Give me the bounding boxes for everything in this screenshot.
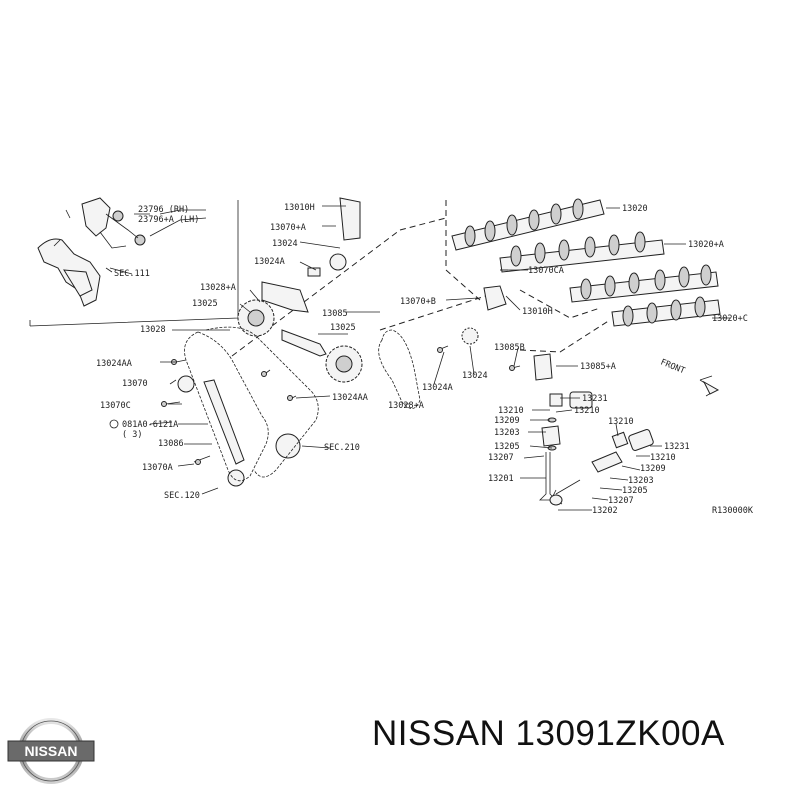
inset-panel — [29, 197, 239, 327]
label-13070ca: 13070CA — [528, 266, 564, 276]
label-r13209: 13209 — [640, 464, 666, 474]
part-labels: 23796 (RH) 23796+A (LH) SEC.111 13010H 1… — [96, 203, 754, 516]
diagram-code: R130000K — [712, 506, 754, 516]
label-13070b: 13070+B — [400, 297, 436, 307]
label-v13210a: 13210 — [498, 406, 524, 416]
label-13070c: 13070C — [100, 401, 131, 411]
label-081a0-qty: ( 3) — [122, 430, 142, 440]
dashed-leaders — [231, 200, 611, 357]
valve-assemblies — [539, 391, 654, 506]
label-13028a: 13028+A — [200, 283, 236, 293]
label-13010h-right: 13010H — [522, 307, 553, 317]
label-081a0: 081A0-6121A — [122, 420, 178, 430]
label-front: FRONT — [659, 358, 686, 377]
label-13085a: 13085+A — [580, 362, 616, 372]
label-sec120: SEC.120 — [164, 491, 200, 501]
label-13085: 13085 — [322, 309, 348, 319]
part-number-title: NISSAN 13091ZK00A — [372, 714, 725, 753]
label-r13205: 13205 — [622, 486, 648, 496]
camshaft-13020b — [569, 264, 719, 303]
label-r13207: 13207 — [608, 496, 634, 506]
label-v13202: 13202 — [592, 506, 618, 516]
label-v13231: 13231 — [582, 394, 608, 404]
label-r13210: 13210 — [608, 417, 634, 427]
label-13024-mid: 13024 — [462, 371, 488, 381]
label-v13203: 13203 — [494, 428, 520, 438]
nissan-logo-text: NISSAN — [25, 743, 78, 759]
label-r13210b: 13210 — [650, 453, 676, 463]
label-13028-plus-a-mid: 13028+A — [388, 401, 424, 411]
label-23796: 23796 (RH) — [138, 205, 189, 215]
label-sec210: SEC.210 — [324, 443, 360, 453]
label-v13209: 13209 — [494, 416, 520, 426]
label-13070: 13070 — [122, 379, 148, 389]
label-13020a: 13020+A — [688, 240, 724, 250]
camshaft-13020a — [499, 231, 665, 273]
label-13024a-mid: 13024A — [422, 383, 453, 393]
leader-lines — [109, 205, 730, 511]
label-13086: 13086 — [158, 439, 184, 449]
label-13025-mid: 13025 — [330, 323, 356, 333]
label-v13207: 13207 — [488, 453, 514, 463]
label-13020: 13020 — [622, 204, 648, 214]
label-13028: 13028 — [140, 325, 166, 335]
camshaft-13020 — [451, 198, 605, 251]
chains — [184, 197, 553, 482]
camshaft-13020c — [611, 296, 721, 327]
label-v13201: 13201 — [488, 474, 514, 484]
label-v13210b: 13210 — [574, 406, 600, 416]
nissan-logo: NISSAN — [7, 718, 95, 784]
label-13024a-top: 13024A — [254, 257, 285, 267]
camshafts — [451, 198, 721, 327]
label-13024-top: 13024 — [272, 239, 298, 249]
label-v13205: 13205 — [494, 442, 520, 452]
label-sec111: SEC.111 — [114, 269, 150, 279]
label-13020c: 13020+C — [712, 314, 748, 324]
label-13070a-top: 13070+A — [270, 223, 306, 233]
label-13025-left: 13025 — [192, 299, 218, 309]
label-13024aa-left: 13024AA — [96, 359, 132, 369]
label-13024aa-mid: 13024AA — [332, 393, 368, 403]
label-13070a-low: 13070A — [142, 463, 173, 473]
bolt-marker-icon — [109, 419, 119, 429]
label-r13231: 13231 — [664, 442, 690, 452]
label-13085b: 13085B — [494, 343, 525, 353]
label-23796a: 23796+A (LH) — [138, 215, 199, 225]
sprockets — [177, 253, 479, 487]
label-r13203: 13203 — [628, 476, 654, 486]
label-13010h-top: 13010H — [284, 203, 315, 213]
front-arrow — [699, 375, 720, 397]
